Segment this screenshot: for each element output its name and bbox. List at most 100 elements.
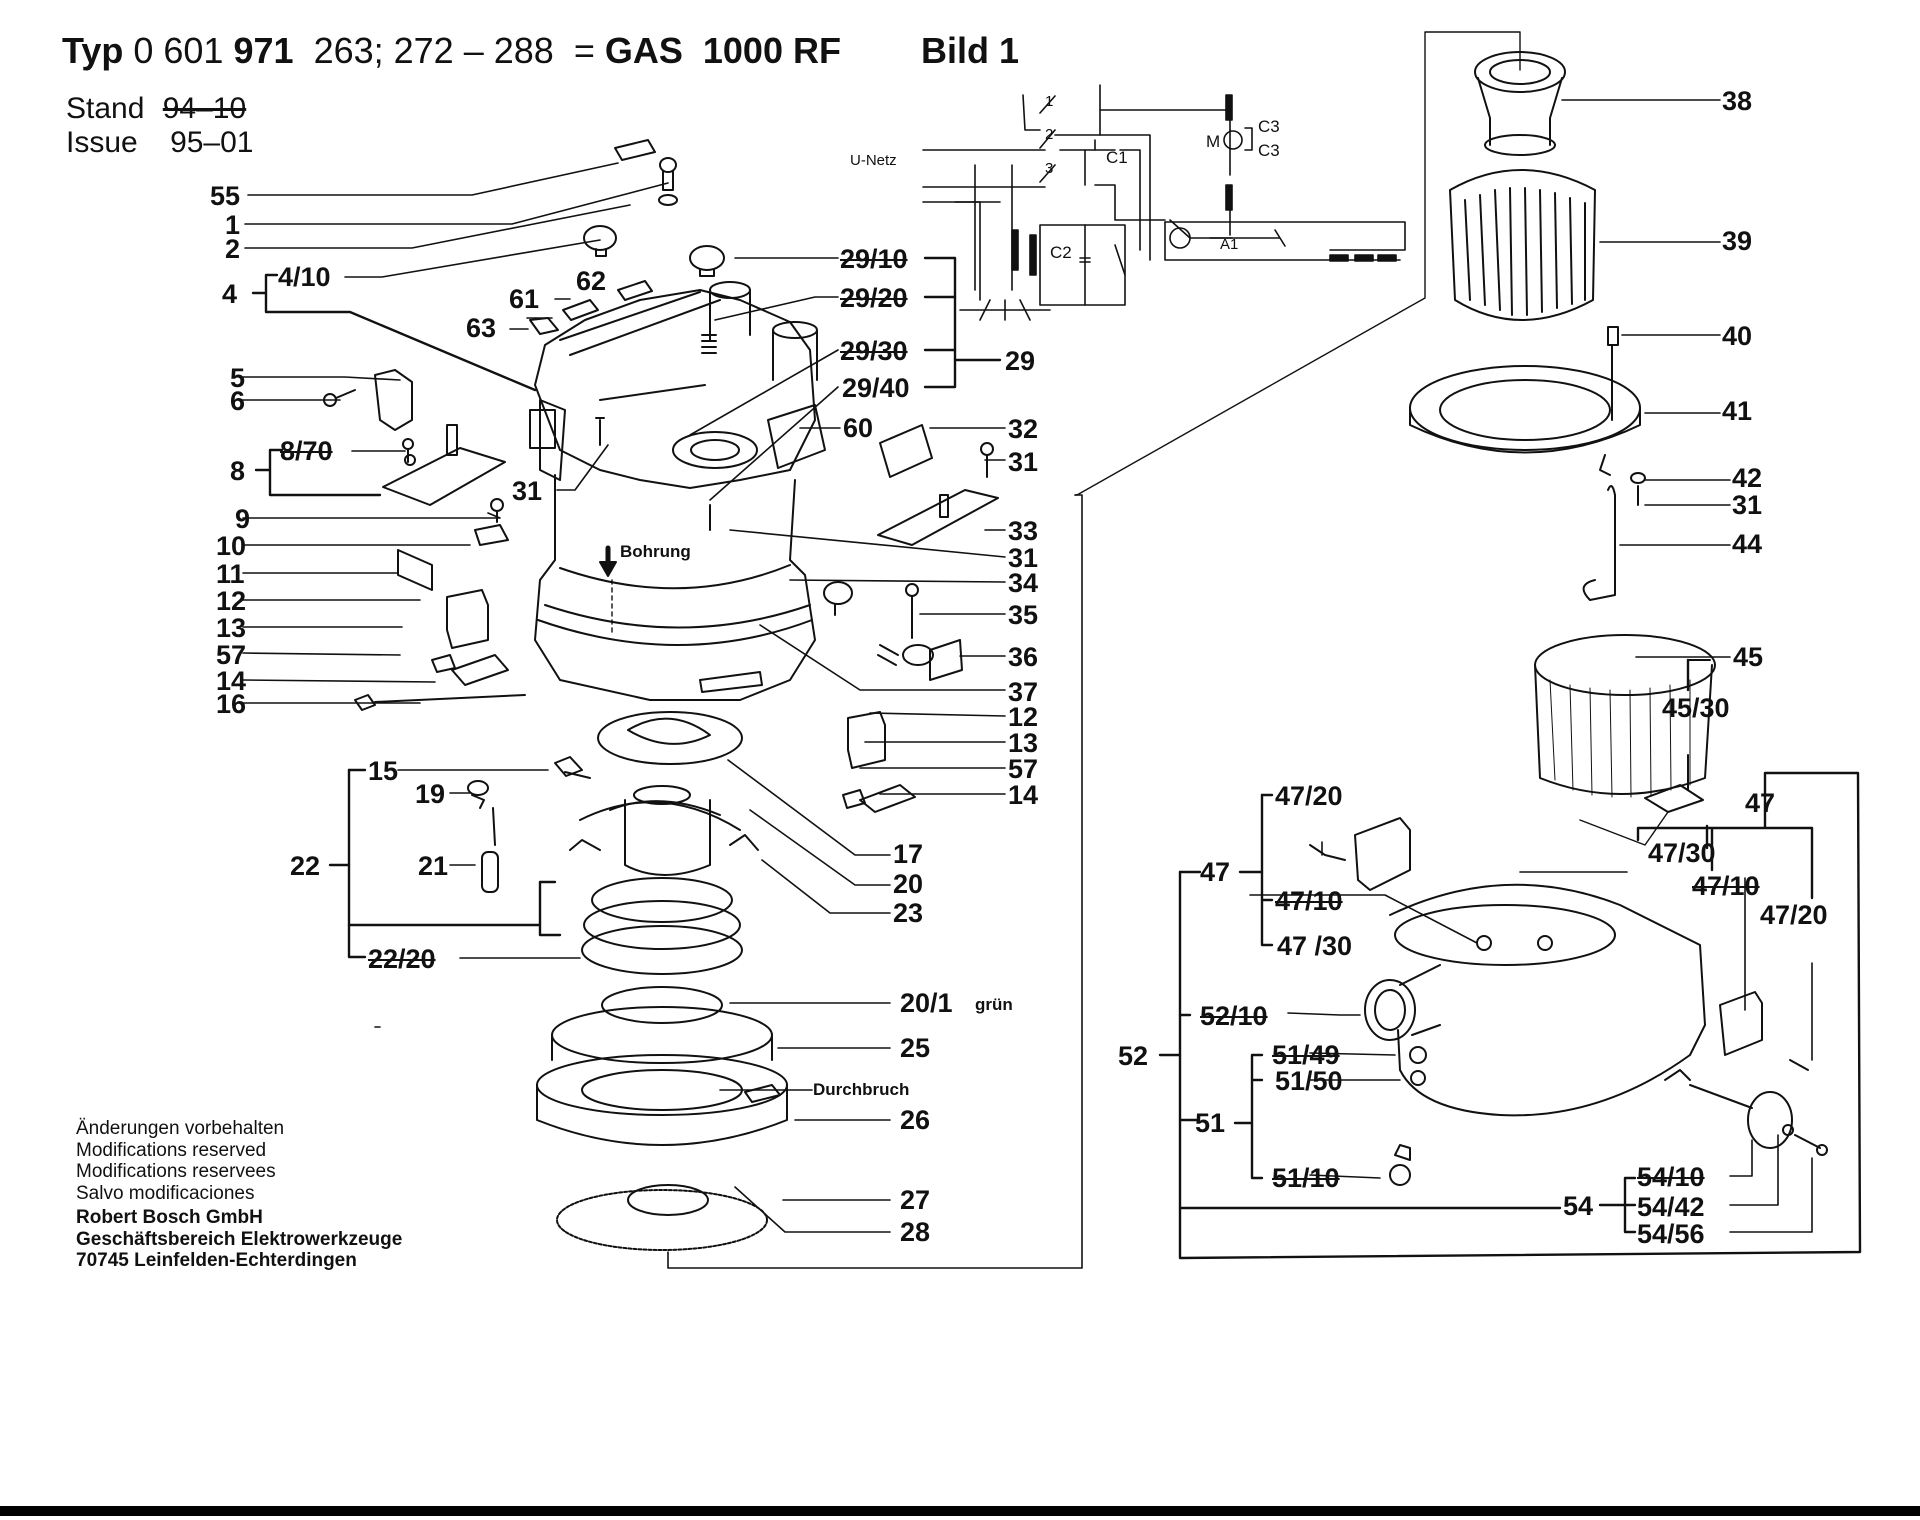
schematic-switch-1: 1 bbox=[1045, 93, 1054, 110]
part-label-61: 61 bbox=[509, 284, 540, 314]
part-label-15: 15 bbox=[368, 756, 399, 786]
part-label-34: 34 bbox=[1008, 568, 1039, 598]
part-label-2: 2 bbox=[225, 234, 241, 264]
footer-notes: Änderungen vorbehalten Modifications res… bbox=[76, 1118, 402, 1272]
part-label-47-30a: 47 /30 bbox=[1277, 931, 1353, 961]
schematic-switch-2: 2 bbox=[1045, 126, 1054, 143]
part-label-29-40: 29/40 bbox=[842, 373, 910, 403]
schematic-c3-bottom: C3 bbox=[1258, 141, 1280, 160]
part-label-35: 35 bbox=[1008, 600, 1039, 630]
part-label-12b: 12 bbox=[1008, 702, 1039, 732]
bracket-8 bbox=[254, 448, 382, 497]
part-label-47-20b: 47/20 bbox=[1760, 900, 1828, 930]
part-label-54: 54 bbox=[1563, 1191, 1594, 1221]
equals-sign: = bbox=[573, 30, 595, 71]
note-line: Änderungen vorbehalten bbox=[76, 1118, 285, 1139]
schematic-c2: C2 bbox=[1050, 243, 1072, 262]
part-label-52: 52 bbox=[1118, 1041, 1149, 1071]
part-label-54-42: 54/42 bbox=[1637, 1192, 1705, 1222]
part-label-27: 27 bbox=[900, 1185, 931, 1215]
part-label-31b: 31 bbox=[1008, 447, 1039, 477]
part-label-5: 5 bbox=[230, 363, 246, 393]
part-label-4-10: 4/10 bbox=[278, 262, 331, 292]
part-label-12a: 12 bbox=[216, 586, 247, 616]
left-small-parts-art bbox=[323, 280, 653, 711]
revision-block: Stand 94–10 Issue 95–01 bbox=[66, 92, 254, 160]
company-name: Robert Bosch GmbH bbox=[76, 1207, 263, 1228]
part-label-33: 33 bbox=[1008, 516, 1039, 546]
issue-value: 95–01 bbox=[170, 126, 254, 159]
part-label-17: 17 bbox=[893, 839, 924, 869]
part-label-29-10: 29/10 bbox=[840, 244, 908, 274]
part-label-31c: 31 bbox=[1008, 543, 1039, 573]
schematic-switch-3: 3 bbox=[1045, 160, 1054, 177]
part-label-36: 36 bbox=[1008, 642, 1039, 672]
part-label-29-30: 29/30 bbox=[840, 336, 908, 366]
part-label-8: 8 bbox=[230, 456, 246, 486]
part-label-32: 32 bbox=[1008, 414, 1039, 444]
part-label-16: 16 bbox=[216, 689, 247, 719]
schematic-u-netz: U-Netz bbox=[850, 152, 897, 169]
typ-word: Typ bbox=[62, 30, 124, 71]
part-label-26: 26 bbox=[900, 1105, 931, 1135]
part-label-1: 1 bbox=[225, 210, 241, 240]
part-label-41: 41 bbox=[1722, 396, 1753, 426]
bracket-29 bbox=[923, 256, 1002, 389]
note-line: Modifications reservees bbox=[76, 1161, 276, 1182]
part-label-62: 62 bbox=[576, 266, 607, 296]
part-label-45-30: 45/30 bbox=[1662, 693, 1730, 723]
part-label-54-10: 54/10 bbox=[1637, 1162, 1705, 1192]
leader-lines-left bbox=[241, 162, 669, 1028]
durchbruch-annotation: Durchbruch bbox=[813, 1080, 910, 1099]
part-label-57b: 57 bbox=[1008, 754, 1039, 784]
frame-line bbox=[1074, 31, 1521, 496]
motor-housing-art bbox=[529, 139, 826, 701]
part-label-51-10: 51/10 bbox=[1272, 1163, 1340, 1193]
container-art bbox=[1309, 817, 1828, 1186]
wiring-schematic bbox=[922, 84, 1406, 321]
right-small-parts-art bbox=[823, 424, 999, 813]
part-label-11: 11 bbox=[216, 559, 245, 589]
part-label-51-50: 51/50 bbox=[1275, 1066, 1343, 1096]
part-label-40: 40 bbox=[1722, 321, 1753, 351]
part-label-28: 28 bbox=[900, 1217, 931, 1247]
part-label-47-10a: 47/10 bbox=[1275, 886, 1343, 916]
part-label-47-10b: 47/10 bbox=[1692, 871, 1760, 901]
part-label-51-49: 51/49 bbox=[1272, 1040, 1340, 1070]
company-address: 70745 Leinfelden-Echterdingen bbox=[76, 1250, 357, 1271]
issue-label: Issue bbox=[66, 126, 138, 159]
part-label-9: 9 bbox=[235, 504, 251, 534]
part-label-8-70: 8/70 bbox=[280, 436, 333, 466]
part-label-38: 38 bbox=[1722, 86, 1753, 116]
part-label-6: 6 bbox=[230, 386, 246, 416]
page-bottom-rule bbox=[0, 1506, 1920, 1516]
typ-number-b: 971 bbox=[233, 30, 294, 71]
part-label-47b: 47 bbox=[1745, 788, 1776, 818]
part-label-42: 42 bbox=[1732, 463, 1763, 493]
part-label-23: 23 bbox=[893, 898, 924, 928]
bracket-22 bbox=[328, 768, 562, 959]
part-label-63: 63 bbox=[466, 313, 497, 343]
part-label-14b: 14 bbox=[1008, 780, 1039, 810]
document-title: Typ 0 601 971 263; 272 – 288 = GAS 1000 … bbox=[62, 30, 1019, 72]
part-label-10: 10 bbox=[216, 531, 247, 561]
part-label-47-30b: 47/30 bbox=[1648, 838, 1716, 868]
company-division: Geschäftsbereich Elektrowerkzeuge bbox=[76, 1228, 403, 1250]
bracket-4 bbox=[251, 273, 537, 392]
part-label-54-56: 54/56 bbox=[1637, 1219, 1705, 1249]
model-name: GAS 1000 RF bbox=[604, 30, 841, 71]
part-label-51: 51 bbox=[1195, 1108, 1226, 1138]
part-label-29-20: 29/20 bbox=[840, 283, 908, 313]
part-label-57a: 57 bbox=[216, 640, 247, 670]
part-label-31d: 31 bbox=[1732, 490, 1763, 520]
part-label-29: 29 bbox=[1005, 346, 1036, 376]
part-label-13a: 13 bbox=[216, 613, 247, 643]
part-label-39: 39 bbox=[1722, 226, 1753, 256]
schematic-motor: M bbox=[1206, 132, 1221, 151]
part-label-19: 19 bbox=[415, 779, 446, 809]
part-label-37: 37 bbox=[1008, 677, 1039, 707]
part-label-52-10: 52/10 bbox=[1200, 1001, 1268, 1031]
schematic-a1: A1 bbox=[1220, 236, 1239, 253]
